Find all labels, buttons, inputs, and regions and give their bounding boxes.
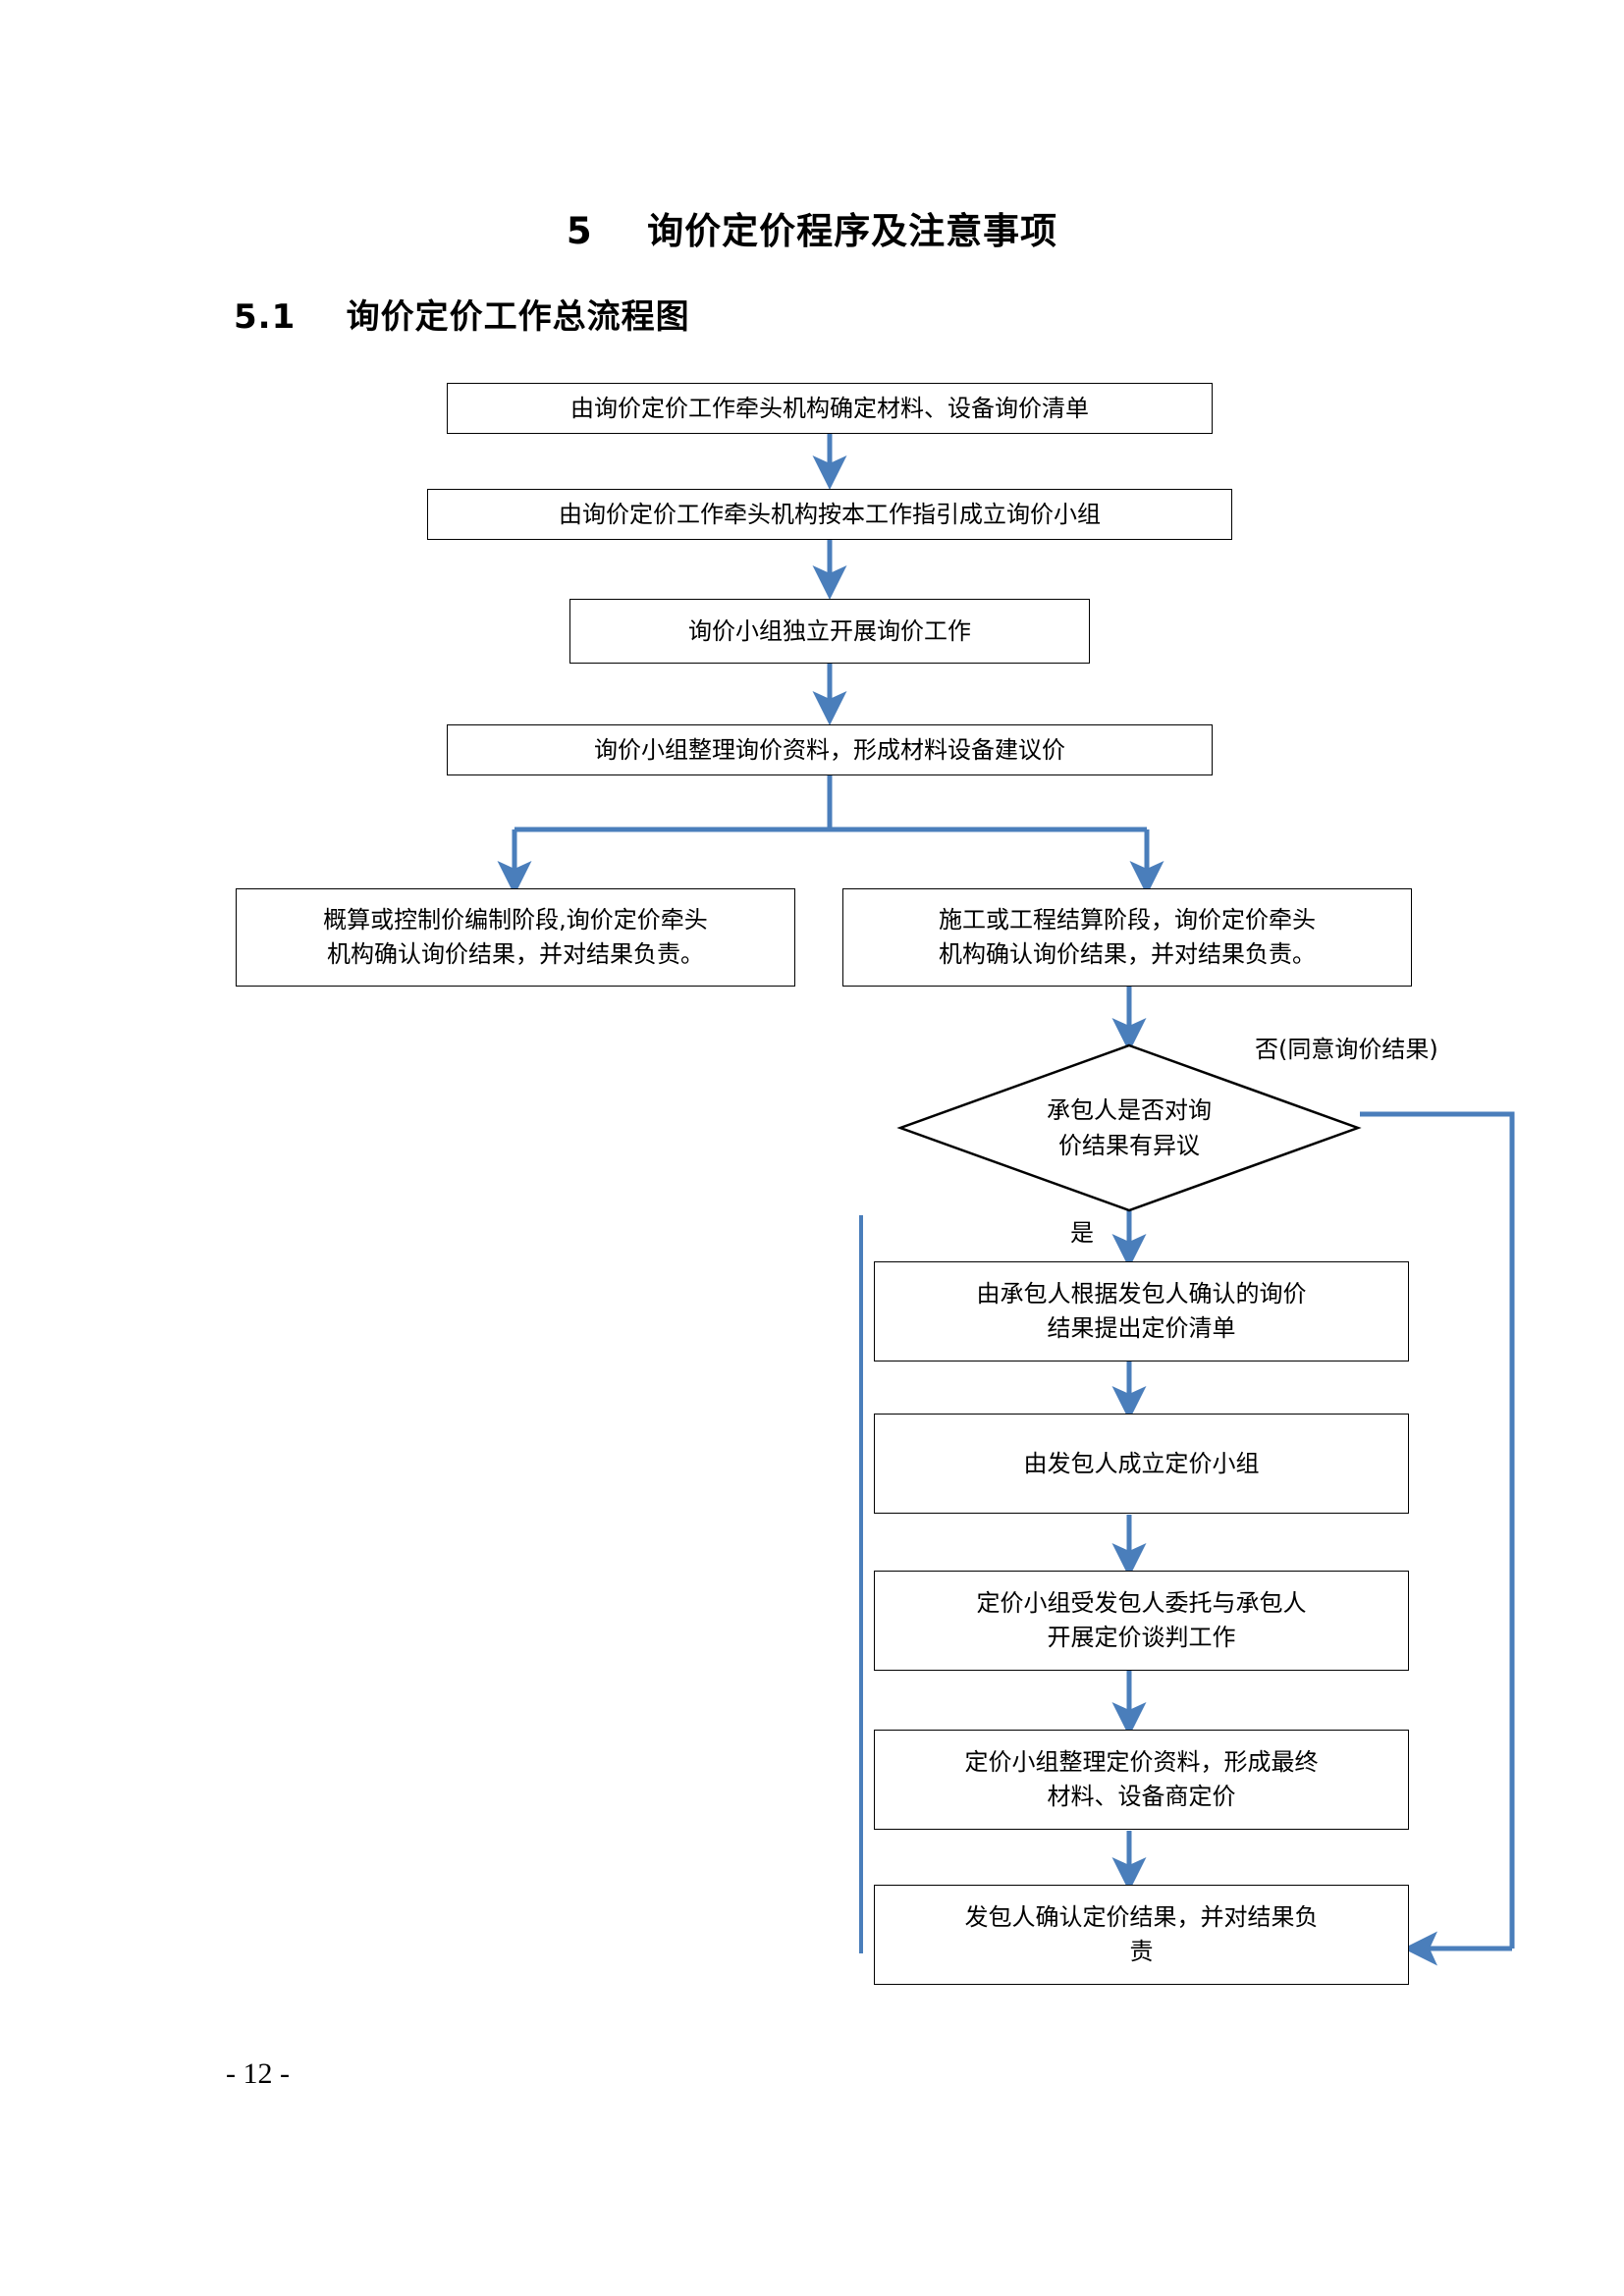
decision-diamond-shape [896,1043,1362,1212]
edge-label-yes: 是 [1070,1219,1094,1247]
flow-decision-node[interactable]: 承包人是否对询 价结果有异议 [896,1043,1362,1212]
flow-node-10[interactable]: 发包人确认定价结果，并对结果负 责 [874,1885,1409,1985]
flow-node-5-right[interactable]: 施工或工程结算阶段，询价定价牵头 机构确认询价结果，并对结果负责。 [842,888,1412,987]
flow-node-7[interactable]: 由发包人成立定价小组 [874,1414,1409,1514]
edge-label-no: 否(同意询价结果) [1255,1036,1438,1063]
flow-node-3[interactable]: 询价小组独立开展询价工作 [569,599,1090,664]
page-title: 5 询价定价程序及注意事项 [566,210,1058,252]
decision-label: 承包人是否对询 价结果有异议 [1047,1096,1212,1159]
flow-node-5-left[interactable]: 概算或控制价编制阶段,询价定价牵头 机构确认询价结果，并对结果负责。 [236,888,795,987]
flow-node-2[interactable]: 由询价定价工作牵头机构按本工作指引成立询价小组 [427,489,1232,540]
flow-node-8[interactable]: 定价小组受发包人委托与承包人 开展定价谈判工作 [874,1571,1409,1671]
page-number: - 12 - [226,2057,290,2090]
flow-node-6[interactable]: 由承包人根据发包人确认的询价 结果提出定价清单 [874,1261,1409,1362]
flow-node-9[interactable]: 定价小组整理定价资料，形成最终 材料、设备商定价 [874,1730,1409,1830]
flow-node-4[interactable]: 询价小组整理询价资料，形成材料设备建议价 [447,724,1213,775]
section-heading-5-1: 5.1 询价定价工作总流程图 [234,297,690,337]
flow-node-1[interactable]: 由询价定价工作牵头机构确定材料、设备询价清单 [447,383,1213,434]
